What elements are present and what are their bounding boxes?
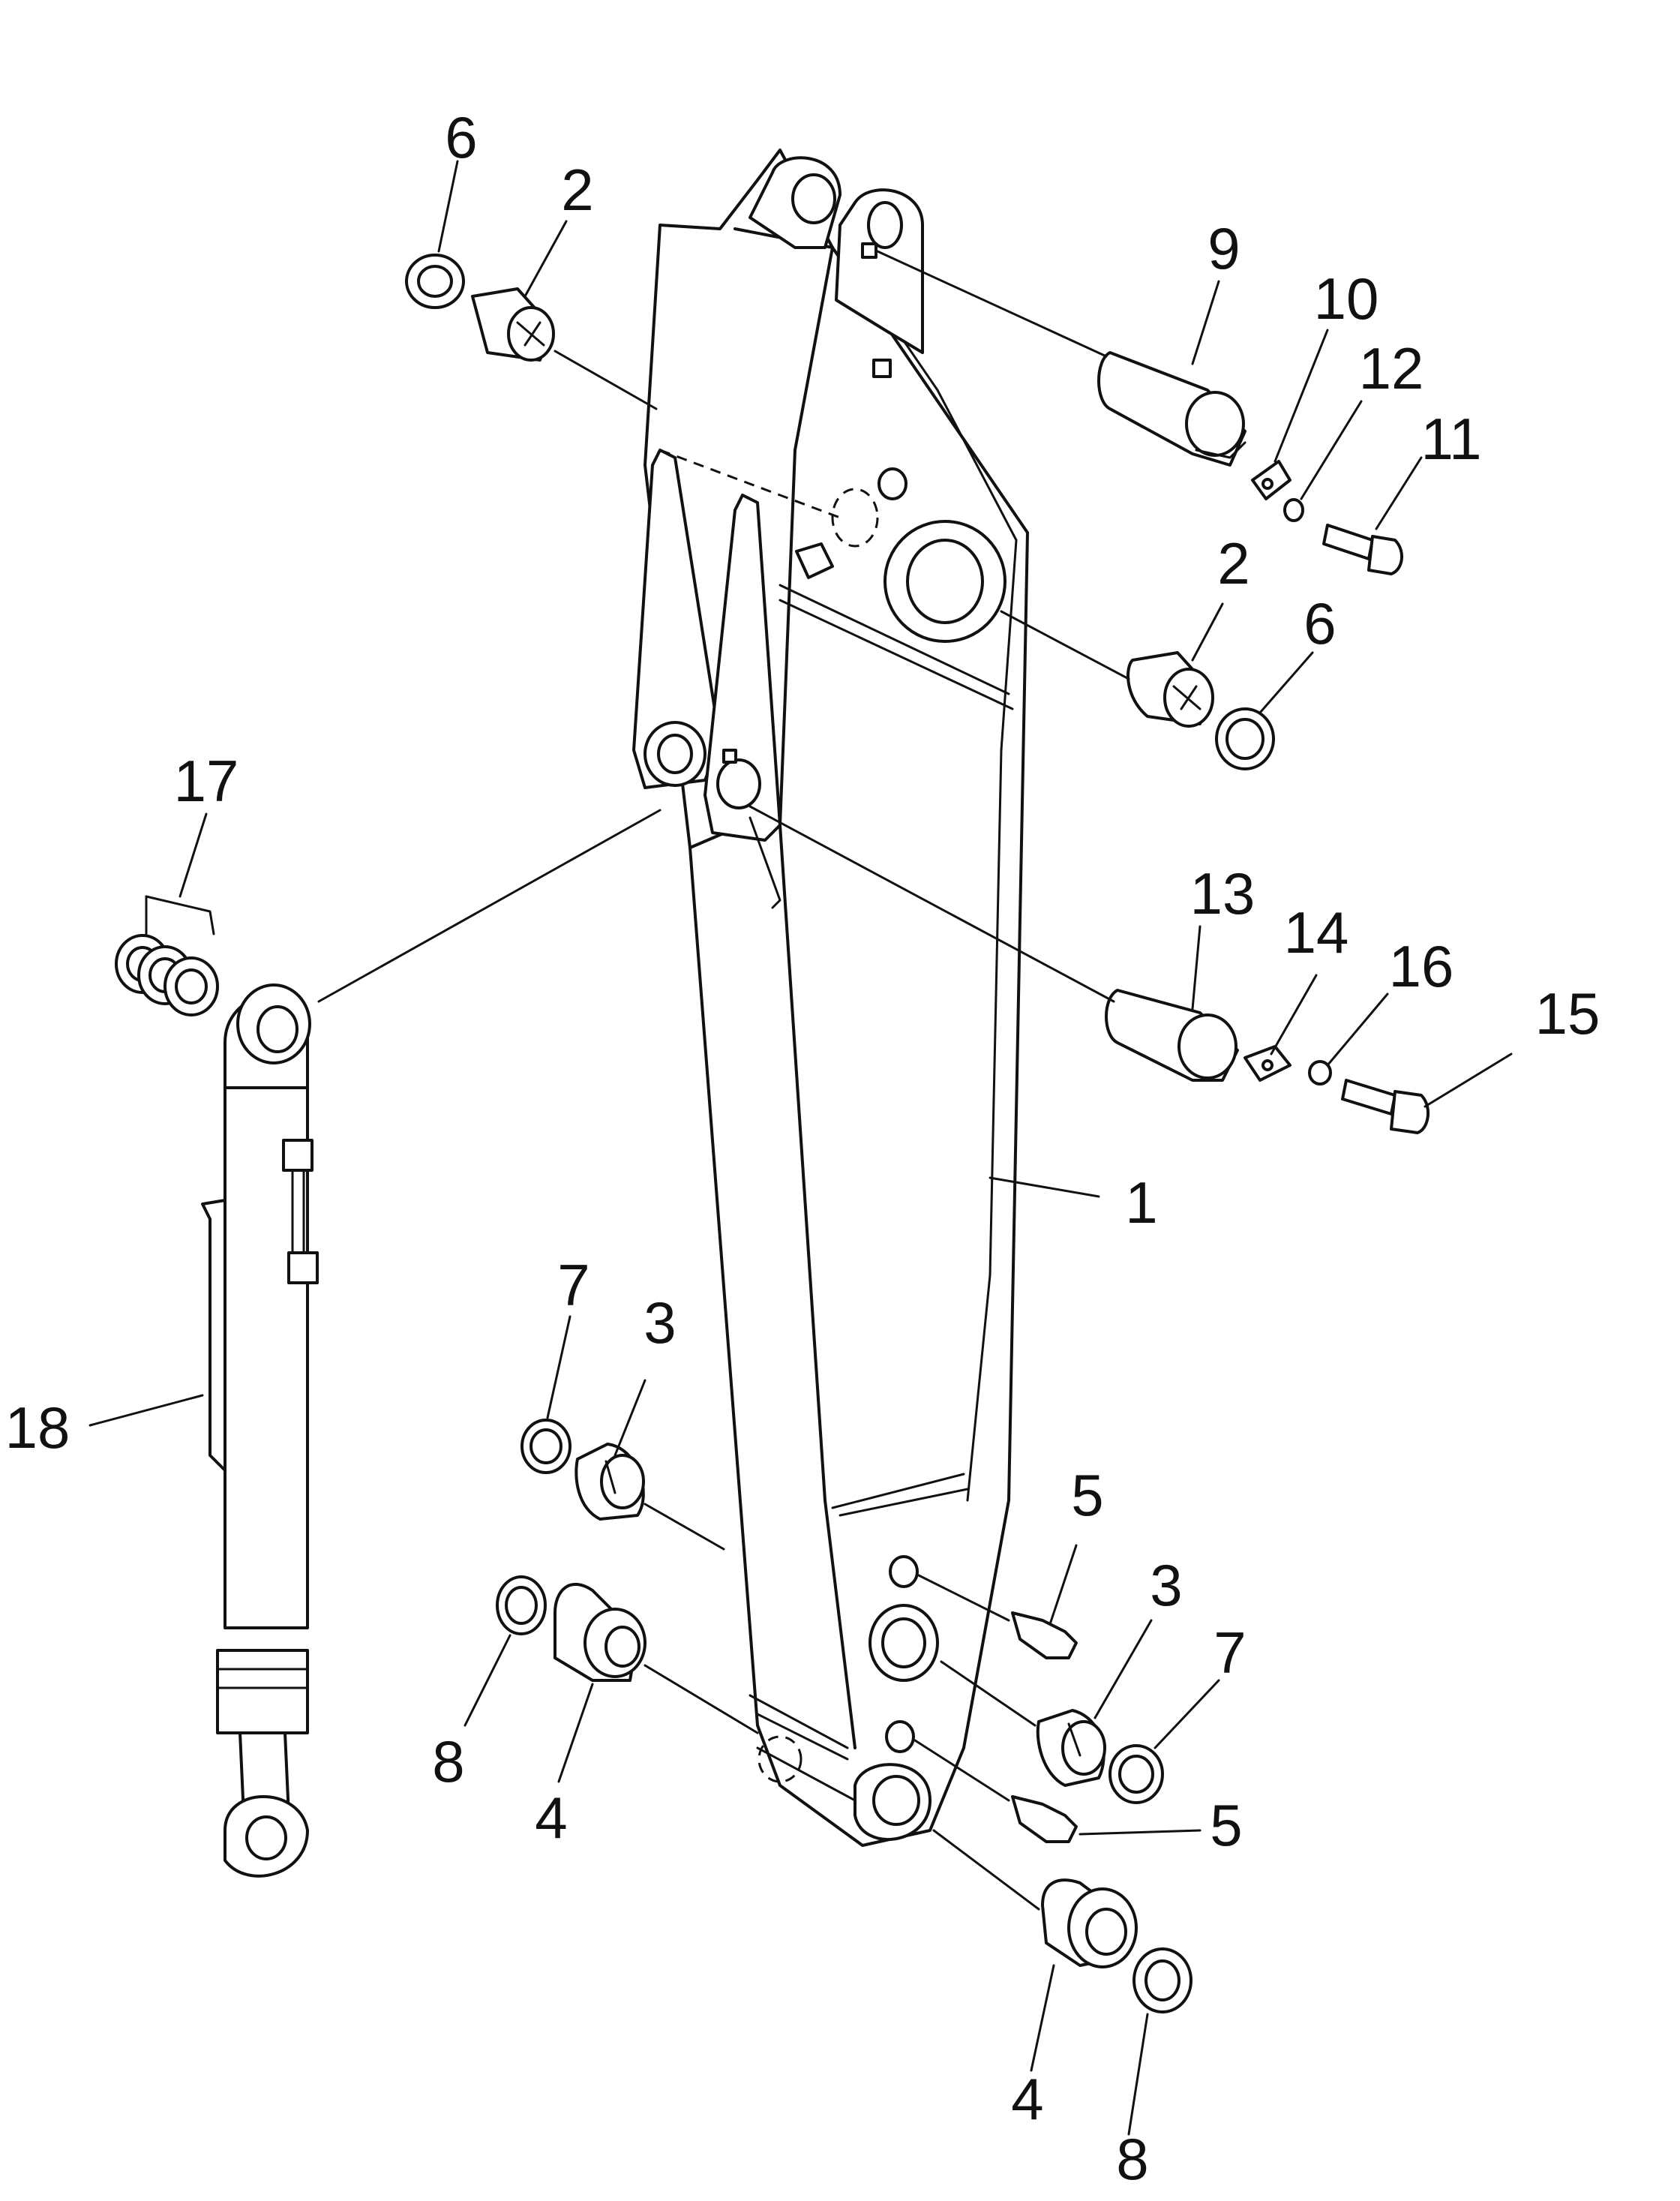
leader-fitting-5-upper (917, 1574, 1010, 1622)
washer-12 (1283, 498, 1304, 522)
callout-18: 18 (5, 1395, 70, 1461)
pin-13 (1105, 989, 1239, 1082)
boom-body (632, 149, 1029, 1847)
seal-7-left (520, 1419, 572, 1474)
callout-2-right: 2 (1217, 530, 1250, 596)
seal-8-left (496, 1575, 547, 1635)
bushing-4-right (1041, 1878, 1138, 1968)
callout-8-left: 8 (432, 1728, 464, 1794)
leader-bushing-4-right (932, 1829, 1040, 1911)
callout-7-right: 7 (1214, 1620, 1246, 1686)
grease-fitting-5-lower (1011, 1795, 1078, 1843)
callout-10: 10 (1314, 266, 1379, 332)
callout-11: 11 (1421, 406, 1482, 472)
callout-12: 12 (1359, 335, 1424, 401)
leader-bushing-3-left (644, 1503, 725, 1551)
bushing-2-right (1126, 651, 1214, 728)
callout-3-right: 3 (1150, 1552, 1182, 1618)
leader-cylinder-top (317, 809, 662, 1003)
callout-15: 15 (1535, 980, 1600, 1046)
leader-pin-9 (876, 250, 1108, 358)
grease-fitting-5-upper (1011, 1611, 1078, 1659)
callout-6-top: 6 (445, 104, 477, 170)
bushing-3-right (1036, 1709, 1106, 1787)
callout-14: 14 (1284, 899, 1349, 965)
callout-2-top: 2 (561, 157, 593, 223)
callout-9: 9 (1208, 215, 1240, 281)
callout-leaders (88, 160, 1513, 2136)
plate-14 (1244, 1045, 1292, 1082)
bushing-3-left (574, 1443, 645, 1521)
pin-9 (1097, 351, 1246, 467)
seal-7-right (1108, 1744, 1164, 1804)
leader-bushing-4-left (644, 1664, 759, 1734)
bolt-15 (1341, 1079, 1430, 1134)
seal-6-top (405, 254, 465, 309)
callout-5-upper: 5 (1071, 1462, 1103, 1528)
callout-5-lower: 5 (1210, 1792, 1242, 1858)
leader-bushing-3-right (940, 1660, 1036, 1727)
boom-cylinder-18 (201, 983, 319, 1878)
callout-7-left: 7 (557, 1252, 590, 1318)
callout-3-left: 3 (644, 1290, 676, 1356)
callout-17: 17 (174, 748, 239, 814)
leader-fitting-5-lower (914, 1739, 1010, 1802)
shim-set-17 (115, 934, 219, 1016)
bolt-11 (1322, 524, 1403, 575)
plate-10 (1251, 460, 1292, 500)
callout-1: 1 (1125, 1170, 1157, 1236)
leader-bushing-2-top (554, 350, 658, 410)
washer-16 (1308, 1060, 1332, 1085)
leader-bushing-2-right (1000, 610, 1130, 680)
bushing-2-top (471, 287, 555, 362)
leader-pin-13 (748, 805, 1115, 1003)
callout-labels: 6 2 9 10 12 11 2 6 17 13 14 16 15 1 18 7… (5, 104, 1600, 2192)
callout-4-right: 4 (1011, 2066, 1043, 2132)
callout-6-right: 6 (1304, 590, 1336, 656)
seal-6-right (1215, 707, 1275, 770)
callout-8-right: 8 (1116, 2126, 1148, 2192)
callout-16: 16 (1389, 933, 1454, 999)
callout-4-left: 4 (535, 1785, 567, 1851)
callout-13: 13 (1190, 860, 1256, 926)
bushing-4-left (554, 1582, 646, 1682)
seal-8-right (1132, 1947, 1192, 2013)
